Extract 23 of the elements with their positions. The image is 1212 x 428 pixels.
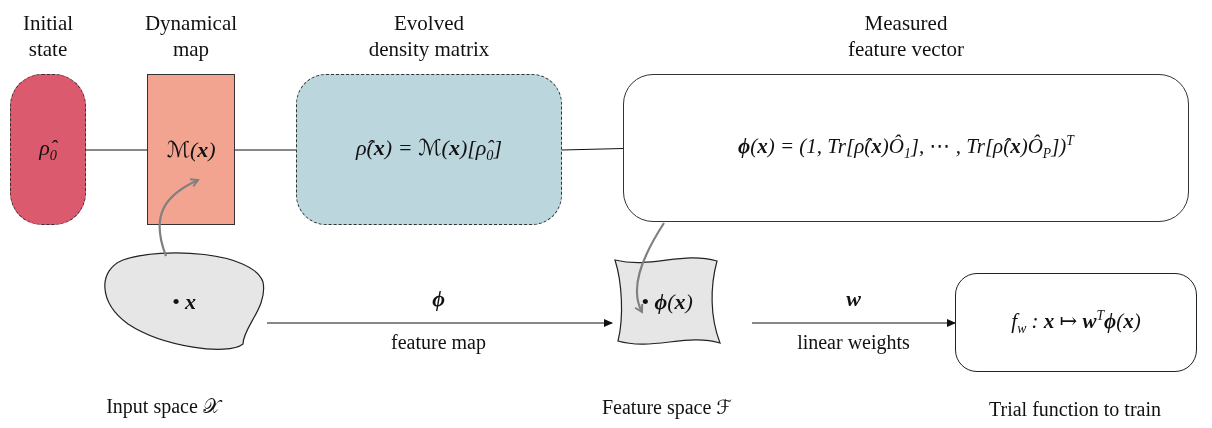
arrow	[266, 319, 613, 327]
node-heading: Dynamical map	[143, 10, 239, 62]
function-box	[955, 273, 1197, 372]
node-heading: Initial state	[21, 10, 75, 62]
node-heading: Measured feature vector	[847, 10, 965, 62]
edge-caption: linear weights	[797, 331, 910, 354]
arrow	[751, 319, 956, 327]
formula: • ϕ(x)	[640, 289, 694, 315]
connector-line	[561, 147, 624, 151]
node-heading: Evolved density matrix	[367, 10, 491, 62]
arrow	[158, 178, 199, 257]
formula: ϕ(x) = (1, Tr[ρ̂(x)Ô$_{1}$], ⋯ , Tr[ρ̂(x)Ô$_{P}$])$^{T}$	[738, 133, 1074, 163]
node-label: Trial function to train	[989, 398, 1161, 421]
formula: ρ̂$_{0}$	[39, 134, 57, 165]
formula: • x	[170, 289, 198, 315]
connector-line	[85, 149, 148, 151]
node-label: Feature space ℱ	[601, 395, 733, 419]
arrow	[634, 222, 665, 313]
formula: f$_{w}$ : x ↦ w$^{T}$ϕ(x)	[1011, 307, 1141, 338]
edge-caption: feature map	[391, 331, 486, 354]
formula: ρ̂(x) = ℳ(x)[ρ̂$_{0}$]	[355, 134, 503, 165]
formula: ℳ(x)	[166, 136, 216, 163]
connector-line	[234, 149, 297, 151]
